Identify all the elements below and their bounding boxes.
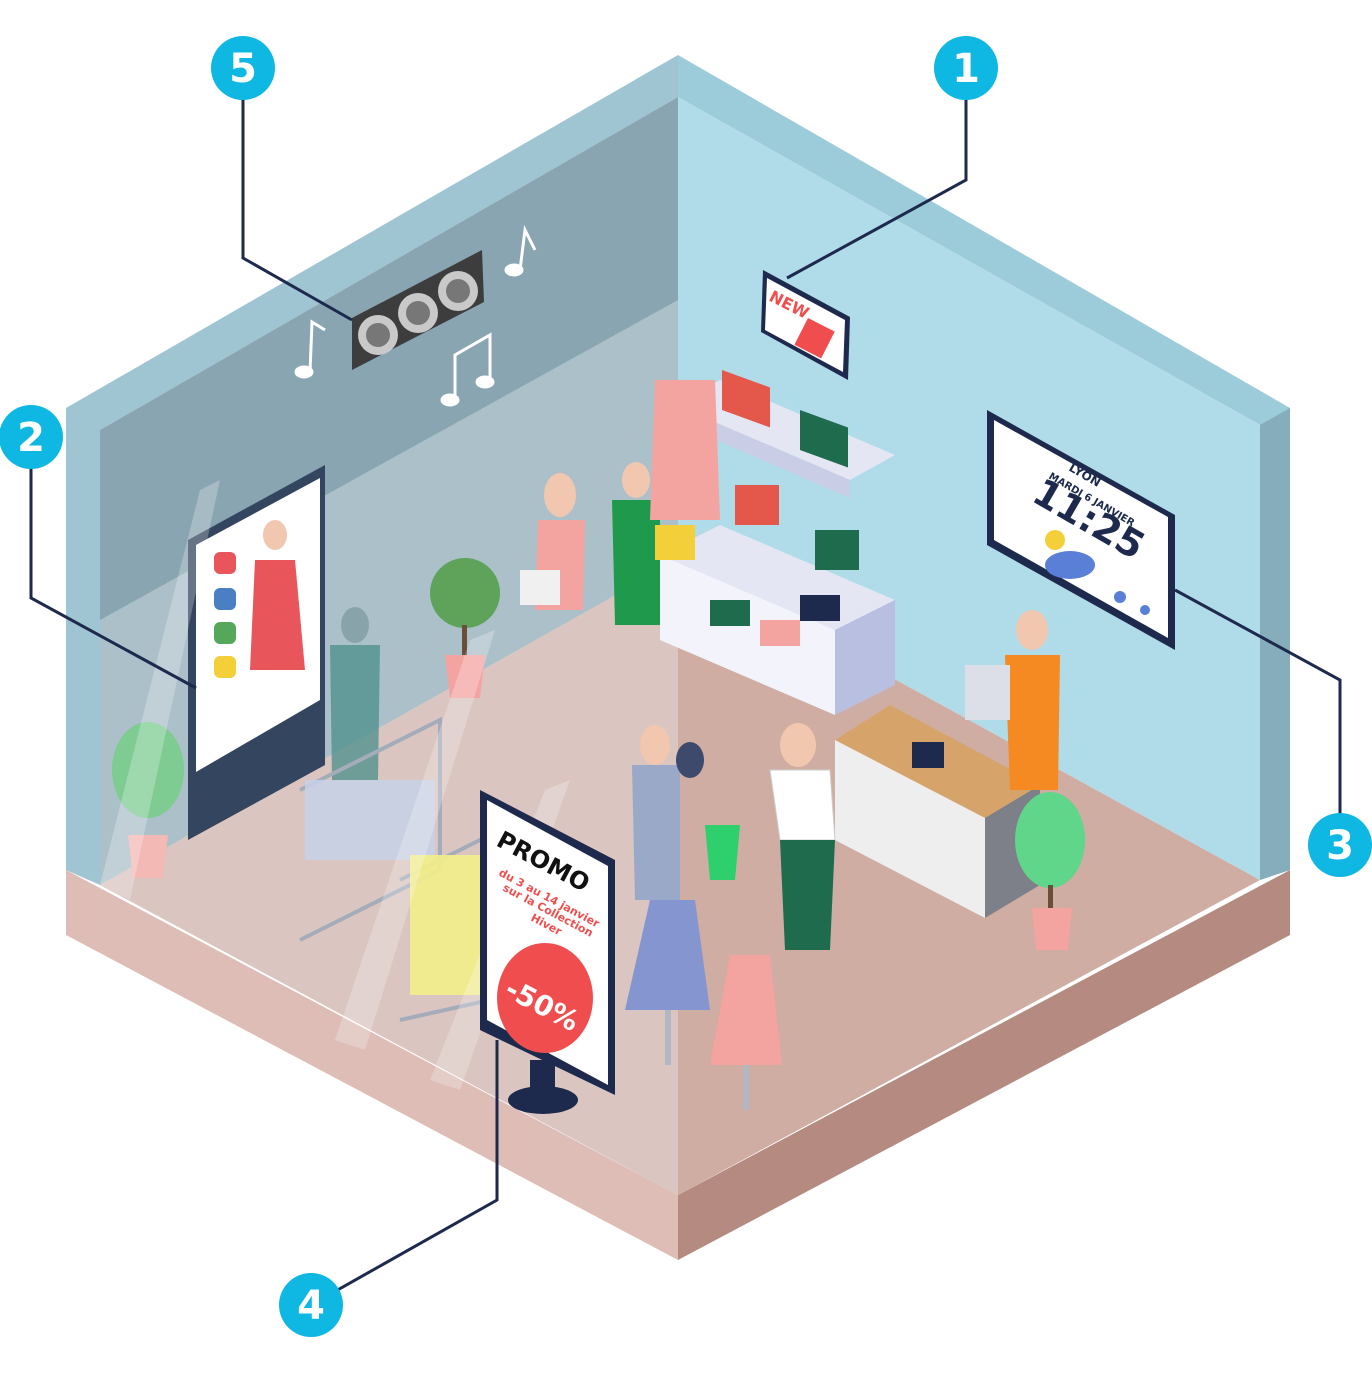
promo-totem: PROMO du 3 au 14 janvier sur la Collecti… (480, 790, 615, 1114)
leader-2 (29, 437, 197, 690)
mannequin-back (650, 380, 720, 520)
badge-4-label: 4 (297, 1283, 325, 1329)
plant-left (112, 722, 184, 878)
plant-right (1015, 792, 1085, 950)
badge-2: 2 (0, 405, 63, 469)
badge-1-label: 1 (952, 46, 980, 92)
plant-back (430, 558, 500, 698)
floor-base-left (66, 870, 678, 1260)
badge-3-label: 3 (1326, 823, 1354, 869)
badge-2-label: 2 (17, 415, 45, 461)
leader-4 (310, 1040, 499, 1307)
cashier (965, 610, 1060, 790)
mannequin-blue (625, 900, 710, 1065)
promo-discount-circle (497, 943, 593, 1053)
sun-cloud-icon (1114, 591, 1126, 603)
music-note-icon (294, 224, 537, 407)
swatch-yellow (214, 656, 236, 678)
speaker-bar (352, 250, 484, 370)
wall-shelf (675, 370, 895, 498)
clothing-rack-1 (299, 716, 442, 942)
virtual-mirror-screen (188, 465, 325, 840)
leader-1 (786, 68, 968, 280)
customer-blonde (520, 473, 585, 610)
badge-4: 4 (279, 1273, 343, 1337)
leader-5 (241, 68, 353, 322)
mannequin-pink (710, 955, 782, 1110)
swatch-green (214, 622, 236, 644)
swatch-red (214, 552, 236, 574)
weather-clock-screen: LYON MARDI 6 JANVIER 11:25 (987, 410, 1175, 650)
clothing-rack-2 (399, 831, 492, 1022)
clothing-cabinet (660, 485, 895, 715)
leader-lines (29, 68, 1342, 1307)
badge-5: 5 (211, 36, 275, 100)
wall-back-right (678, 97, 1260, 880)
new-screen: NEW (761, 270, 850, 380)
badge-5-label: 5 (229, 46, 257, 92)
window-shopper (330, 607, 380, 780)
badge-3: 3 (1308, 813, 1372, 877)
sun-icon (1045, 530, 1065, 550)
floor-base-right (678, 870, 1290, 1260)
customer-father (769, 723, 836, 950)
cloud-icon (1045, 551, 1095, 579)
customer-green-dress (612, 462, 695, 625)
pos-terminal-icon (912, 742, 944, 768)
leader-3 (1174, 588, 1342, 845)
badge-1: 1 (934, 36, 998, 100)
customer-mother-child (632, 725, 740, 900)
swatch-blue (214, 588, 236, 610)
snow-icon (1140, 605, 1150, 615)
